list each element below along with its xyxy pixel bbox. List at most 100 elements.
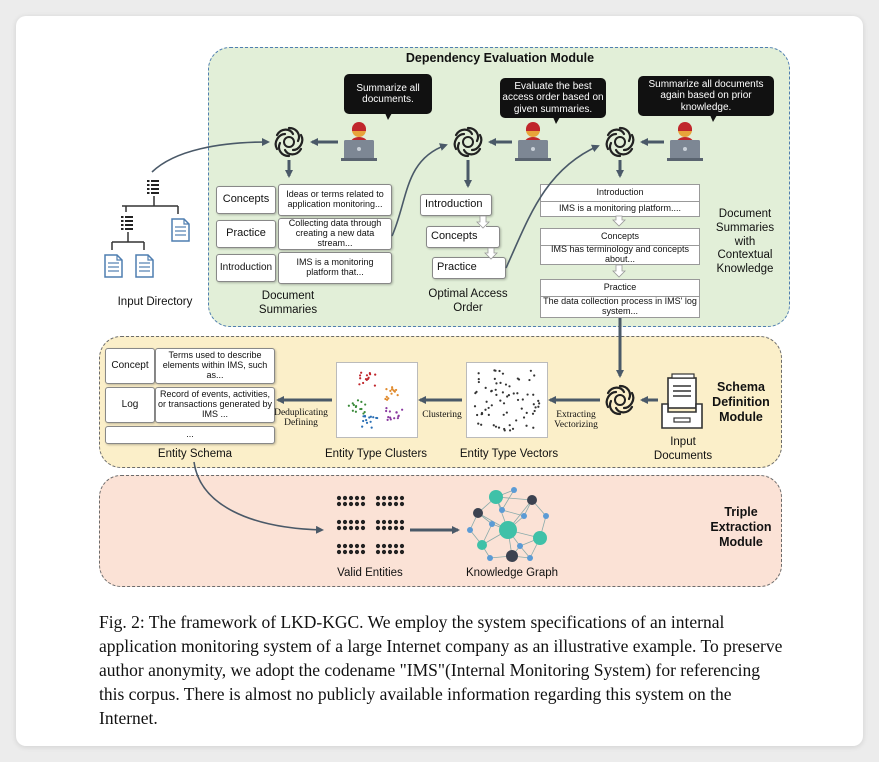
cluster-point — [373, 384, 377, 387]
vector-point — [528, 378, 531, 382]
cluster-point — [385, 398, 389, 401]
vector-point — [517, 378, 521, 381]
cluster-point — [394, 388, 398, 392]
entity-dot — [393, 543, 399, 549]
entity-dot — [381, 495, 387, 501]
cluster-point — [352, 403, 355, 407]
entity-dot — [354, 543, 360, 549]
entity-dot — [393, 525, 399, 531]
vector-point — [533, 409, 536, 413]
entity-dot — [342, 543, 348, 549]
entity-dot — [336, 519, 342, 525]
graph-node — [527, 555, 533, 561]
vector-point — [499, 399, 502, 402]
vector-point — [476, 413, 479, 417]
vector-point — [490, 389, 493, 392]
entity-dot — [354, 519, 360, 525]
entity-dot — [348, 501, 354, 507]
vector-point — [507, 394, 511, 397]
entity-dot — [375, 495, 381, 501]
cluster-point — [395, 411, 398, 414]
schema-module-title: Schema Definition Module — [712, 380, 770, 424]
cluster-point — [387, 416, 390, 419]
vectors-scatter — [473, 369, 541, 432]
entity-dot — [360, 543, 366, 549]
schema-name-concept: Concept — [105, 348, 155, 384]
vector-point — [502, 402, 506, 405]
entity-dot — [399, 543, 405, 549]
cluster-point — [365, 421, 369, 424]
entity-dot — [387, 549, 393, 555]
vector-point — [508, 424, 511, 427]
input-documents-label: Input Documents — [653, 436, 713, 462]
vector-point — [477, 422, 480, 425]
order-item-introduction: Introduction — [420, 194, 492, 216]
vector-point — [501, 372, 505, 375]
cluster-point — [362, 419, 365, 423]
schema-name-log: Log — [105, 387, 155, 423]
cluster-point — [389, 418, 392, 421]
cluster-point — [393, 417, 396, 420]
graph-node — [521, 513, 527, 519]
cluster-point — [387, 397, 390, 400]
document-tray-icon — [661, 373, 703, 429]
summary-text-concepts: Ideas or terms related to application mo… — [278, 184, 392, 216]
graph-node — [533, 531, 547, 545]
entity-dot — [381, 519, 387, 525]
vector-point — [516, 398, 520, 402]
cluster-point — [396, 394, 399, 397]
entity-dot — [375, 525, 381, 531]
cluster-point — [388, 410, 391, 413]
cluster-point — [364, 377, 368, 381]
document-summaries-label: Document Summaries — [258, 290, 318, 316]
openai-logo-icon-3 — [605, 126, 635, 158]
entity-dot — [360, 495, 366, 501]
cluster-point — [358, 374, 362, 377]
vector-point — [480, 411, 484, 415]
vector-point — [504, 383, 508, 386]
vector-point — [494, 388, 497, 391]
vector-point — [487, 413, 490, 416]
entity-dot — [375, 543, 381, 549]
vector-point — [537, 405, 540, 408]
vector-point — [538, 402, 541, 405]
vector-point — [487, 406, 490, 410]
entity-dot — [381, 501, 387, 507]
step-clustering-label: Clustering — [422, 410, 462, 420]
entity-dot — [348, 525, 354, 531]
cluster-point — [389, 389, 392, 393]
cluster-point — [361, 425, 364, 428]
folder-tree-icon — [147, 180, 159, 194]
entity-dot — [387, 519, 393, 525]
entity-dot — [360, 501, 366, 507]
vector-point — [515, 419, 518, 422]
cluster-point — [351, 409, 354, 412]
optimal-access-order-label: Optimal Access Order — [428, 288, 508, 314]
cluster-point — [360, 407, 363, 411]
context-text-concepts: IMS has terminology and concepts about..… — [540, 244, 700, 265]
summary-name-introduction: Introduction — [216, 254, 276, 282]
prompt-bubble-summarize: Summarize all documents. — [344, 74, 432, 114]
graph-node — [517, 543, 523, 549]
entity-dot — [354, 525, 360, 531]
entity-dot — [399, 549, 405, 555]
vector-point — [494, 425, 498, 428]
entity-dot — [375, 501, 381, 507]
vector-point — [520, 407, 523, 410]
knowledge-graph-icon — [467, 487, 549, 562]
context-text-practice: The data collection process in IMS' log … — [540, 296, 700, 318]
vector-point — [484, 386, 487, 389]
entity-dot — [375, 519, 381, 525]
entity-dot — [381, 549, 387, 555]
entity-dot — [348, 543, 354, 549]
user-laptop-icon-1 — [341, 122, 377, 161]
graph-node — [473, 508, 483, 518]
cluster-point — [356, 399, 360, 402]
vector-point — [477, 372, 480, 375]
entity-dot — [336, 501, 342, 507]
figure-caption: Fig. 2: The framework of LKD-KGC. We emp… — [99, 612, 783, 728]
order-item-practice: Practice — [432, 257, 506, 279]
entity-dot — [393, 549, 399, 555]
cluster-point — [366, 377, 370, 380]
entity-dot — [348, 519, 354, 525]
